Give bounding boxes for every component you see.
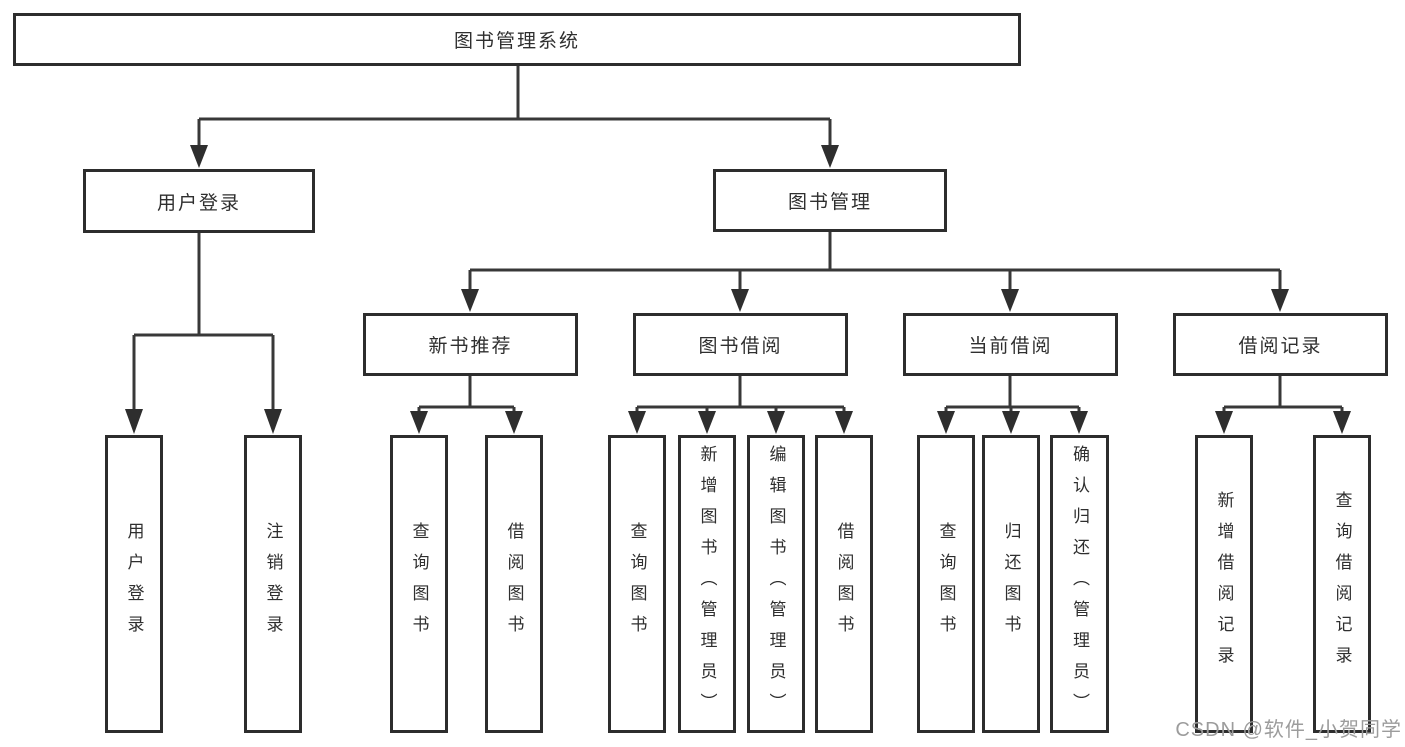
node-borrowing-records: 借阅记录 — [1173, 313, 1388, 376]
arrow-down-icon — [410, 411, 428, 434]
node-book-management: 图书管理 — [713, 169, 947, 232]
node-label: 归还图书 — [1001, 522, 1021, 646]
user-login-connector-line — [132, 232, 275, 414]
arrow-down-icon — [767, 411, 785, 434]
leaf-borrowing-borrow-books: 借阅图书 — [815, 435, 873, 733]
arrow-down-icon — [461, 289, 479, 312]
book-management-connector-line — [468, 232, 1282, 294]
node-label: 借阅图书 — [834, 522, 854, 646]
node-label: 编辑图书（管理员） — [766, 444, 786, 724]
arrow-down-icon — [190, 145, 208, 168]
leaf-user-login: 用户登录 — [105, 435, 163, 733]
arrow-down-icon — [1271, 289, 1289, 312]
arrow-down-icon — [1070, 411, 1088, 434]
root-connector-line — [197, 66, 832, 150]
arrow-down-icon — [505, 411, 523, 434]
arrow-down-icon — [125, 409, 143, 434]
leaf-records-query-record: 查询借阅记录 — [1313, 435, 1371, 733]
node-label: 新增借阅记录 — [1214, 491, 1234, 677]
node-label: 注销登录 — [263, 522, 283, 646]
node-label: 当前借阅 — [968, 336, 1053, 357]
arrow-down-icon — [1002, 411, 1020, 434]
node-label: 查询图书 — [936, 522, 956, 646]
node-label: 查询图书 — [409, 522, 429, 646]
arrow-down-icon — [264, 409, 282, 434]
arrow-down-icon — [835, 411, 853, 434]
arrow-down-icon — [821, 145, 839, 168]
borrowing-connector-line — [635, 376, 846, 416]
arrow-down-icon — [628, 411, 646, 434]
node-label: 用户登录 — [156, 192, 241, 214]
leaf-recommend-query-books: 查询图书 — [390, 435, 448, 733]
node-label: 图书管理系统 — [453, 31, 580, 52]
node-new-book-recommendation: 新书推荐 — [363, 313, 578, 376]
node-user-login: 用户登录 — [83, 169, 315, 233]
arrow-down-icon — [731, 289, 749, 312]
leaf-current-query-books: 查询图书 — [917, 435, 975, 733]
node-label: 新书推荐 — [428, 336, 513, 357]
node-label: 查询借阅记录 — [1332, 491, 1352, 677]
recommend-connector-line — [417, 376, 516, 416]
leaf-current-confirm-return-admin: 确认归还（管理员） — [1050, 435, 1109, 733]
node-label: 借阅记录 — [1238, 336, 1323, 357]
node-label: 图书管理 — [787, 192, 872, 213]
node-current-borrowing: 当前借阅 — [903, 313, 1118, 376]
arrow-down-icon — [698, 411, 716, 434]
node-book-borrowing: 图书借阅 — [633, 313, 848, 376]
leaf-recommend-borrow-books: 借阅图书 — [485, 435, 543, 733]
node-label: 借阅图书 — [504, 522, 524, 646]
node-label: 查询图书 — [627, 522, 647, 646]
leaf-borrowing-edit-books-admin: 编辑图书（管理员） — [747, 435, 805, 733]
arrow-down-icon — [1001, 289, 1019, 312]
node-label: 确认归还（管理员） — [1070, 444, 1089, 724]
leaf-logout-login: 注销登录 — [244, 435, 302, 733]
leaf-records-add-record: 新增借阅记录 — [1195, 435, 1253, 733]
leaf-current-return-books: 归还图书 — [982, 435, 1040, 733]
current-connector-line — [944, 376, 1081, 416]
arrow-down-icon — [937, 411, 955, 434]
leaf-borrowing-query-books: 查询图书 — [608, 435, 666, 733]
leaf-borrowing-add-books-admin: 新增图书（管理员） — [678, 435, 736, 733]
node-label: 图书借阅 — [698, 336, 783, 357]
arrow-down-icon — [1333, 411, 1351, 434]
node-library-system: 图书管理系统 — [13, 13, 1021, 66]
csdn-watermark: CSDN @软件_小贺同学 — [1175, 719, 1402, 741]
node-label: 用户登录 — [124, 522, 144, 646]
node-label: 新增图书（管理员） — [697, 444, 717, 724]
arrow-down-icon — [1215, 411, 1233, 434]
records-connector-line — [1222, 376, 1344, 416]
